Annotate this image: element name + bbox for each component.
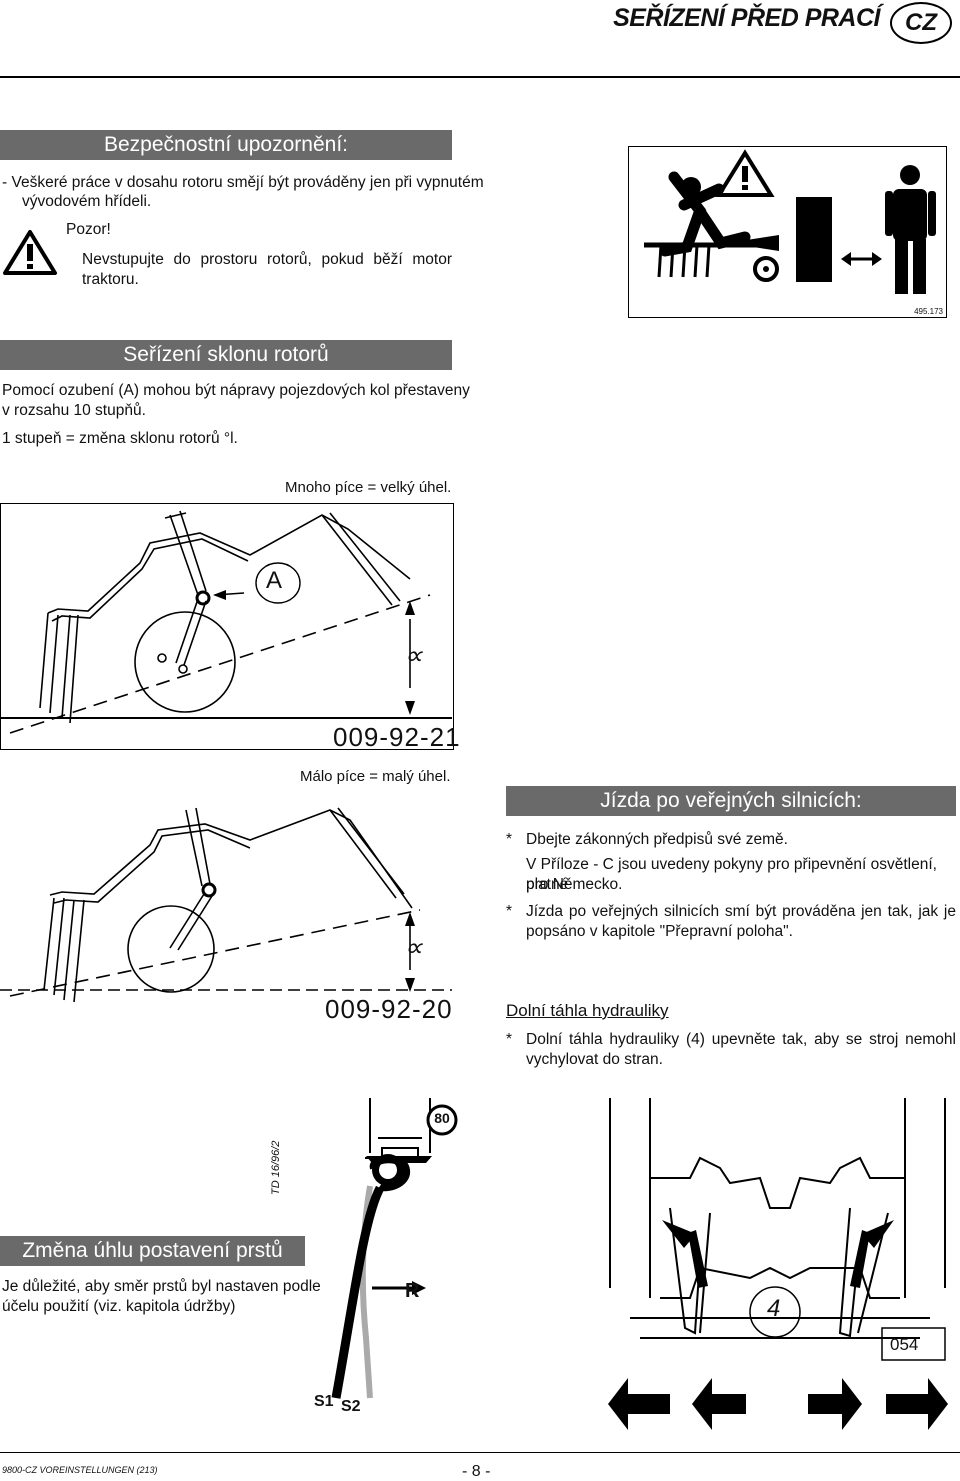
- tines-line2: účelu použití (viz. kapitola údržby): [2, 1298, 236, 1315]
- right-arrow-icon: [886, 1378, 948, 1430]
- safety-sticker: 495.173: [628, 146, 947, 318]
- tines-line1: Je důležité, aby směr prstů byl nastaven…: [2, 1278, 321, 1295]
- header-rule: [0, 76, 960, 78]
- hydraulics-line2: vychylovat do stran.: [526, 1051, 663, 1068]
- fig1-label-a: A: [266, 567, 283, 594]
- tine-s1-label: S1: [314, 1393, 334, 1410]
- warning-line2: traktoru.: [82, 271, 139, 288]
- sticker-id: 495.173: [914, 307, 943, 316]
- safety-heading: Bezpečnostní upozornění:: [0, 130, 452, 160]
- tilt-small-angle-drawing: [0, 807, 452, 1003]
- tine-r-label: R: [405, 1280, 420, 1302]
- fig2-alpha: ∝: [404, 932, 423, 962]
- road-star-1: *: [506, 831, 513, 848]
- lower-links-drawing: [608, 1098, 948, 1430]
- road-bullet2a: Jízda po veřejných silnicích smí být pro…: [526, 903, 956, 920]
- tilt-line3: 1 stupeň = změna sklonu rotorů °l.: [2, 430, 238, 447]
- tilt-line1: Pomocí ozubení (A) mohou být nápravy poj…: [2, 382, 470, 399]
- pozor-label: Pozor!: [66, 221, 111, 238]
- warning-triangle-icon: [3, 230, 57, 275]
- hydraulics-star: *: [506, 1031, 513, 1048]
- road-bullet2b: popsáno v kapitole "Přepravní poloha".: [526, 923, 793, 940]
- warning-line1: Nevstupujte do prostoru rotorů, pokud bě…: [82, 251, 452, 268]
- tine-s2-label: S2: [341, 1398, 361, 1415]
- fig1-frame: [0, 503, 454, 750]
- left-arrow-icon: [608, 1378, 670, 1430]
- rotor-danger-pictogram: [644, 149, 936, 294]
- language-badge: CZ: [890, 2, 952, 44]
- road-bullet1b: pro Německo.: [526, 876, 623, 893]
- tines-heading: Změna úhlu postavení prstů: [0, 1236, 305, 1266]
- right-arrow-icon: [808, 1378, 862, 1430]
- tilt-heading: Seřízení sklonu rotorů: [0, 340, 452, 370]
- fig1-caption: Mnoho píce = velký úhel.: [285, 479, 452, 496]
- road-heading: Jízda po veřejných silnicích:: [506, 786, 956, 816]
- fig1-number: 009-92-21: [333, 722, 461, 752]
- safety-line1: - Veškeré práce v dosahu rotoru smějí bý…: [2, 174, 484, 191]
- road-bullet1a: V Příloze - C jsou uvedeny pokyny pro př…: [526, 856, 937, 893]
- page-number: - 8 -: [462, 1463, 491, 1480]
- tine-fig-code: TD 16/96/2: [270, 1140, 282, 1195]
- fig1-alpha: ∝: [404, 640, 423, 670]
- fig2-caption: Málo píce = malý úhel.: [300, 768, 451, 785]
- tilt-large-angle-drawing: [0, 510, 452, 734]
- left-arrow-icon: [692, 1378, 746, 1430]
- tine-badge: 80: [434, 1110, 450, 1126]
- tilt-line2: v rozsahu 10 stupňů.: [2, 402, 146, 419]
- tine-drawing: [331, 1098, 458, 1399]
- footer-rule: [0, 1452, 960, 1453]
- road-star-2: *: [506, 903, 513, 920]
- fig2-number: 009-92-20: [325, 994, 453, 1024]
- hydraulics-label-4: 4: [767, 1295, 781, 1322]
- page-title: SEŘÍZENÍ PŘED PRACÍ: [613, 4, 880, 32]
- footer-left: 9800-CZ VOREINSTELLUNGEN (213): [2, 1465, 158, 1475]
- hydraulics-fig-number: 054: [890, 1335, 919, 1354]
- road-bullet1: Dbejte zákonných předpisů své země.: [526, 831, 788, 848]
- hydraulics-line1: Dolní táhla hydrauliky (4) upevněte tak,…: [526, 1031, 956, 1048]
- hydraulics-heading: Dolní táhla hydrauliky: [506, 1001, 669, 1020]
- safety-line2: vývodovém hřídeli.: [22, 193, 152, 210]
